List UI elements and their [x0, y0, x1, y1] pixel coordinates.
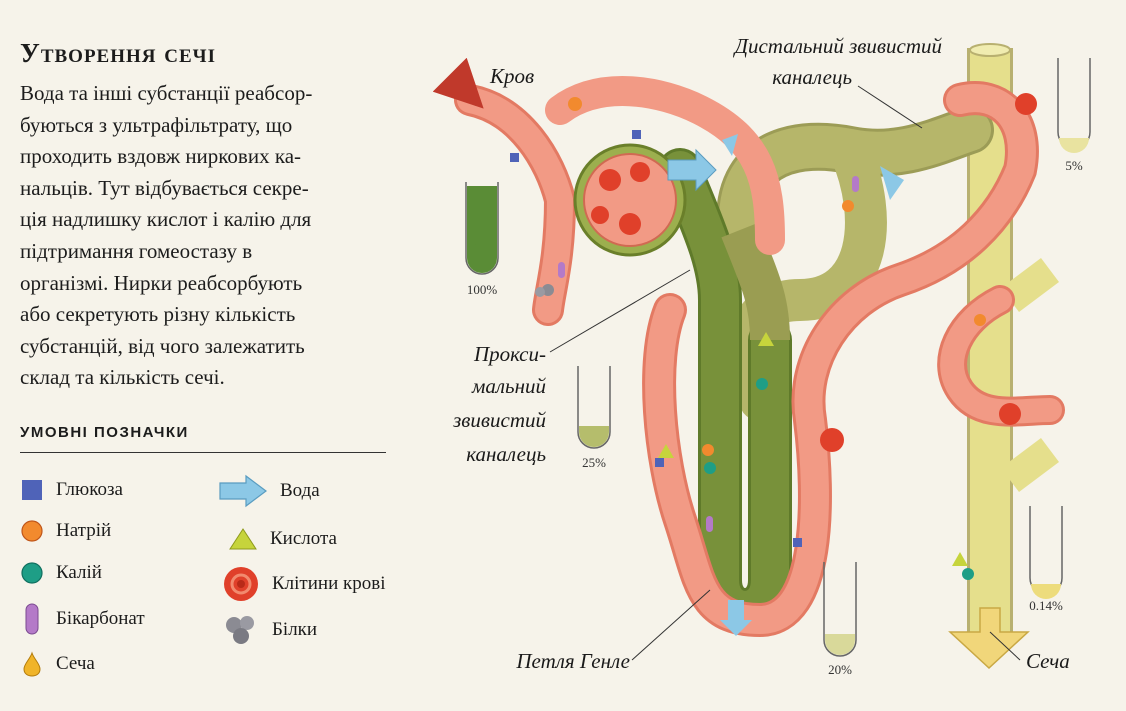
distal-label-line1: Дистальний звивистий: [733, 34, 943, 58]
tube-label: 25%: [582, 455, 606, 470]
glomerulus: [573, 143, 687, 257]
tube-100: 100%: [465, 182, 499, 297]
description-line: або секретують різну кількість: [20, 302, 296, 327]
urine-drop-icon: [23, 651, 41, 677]
description-line: ція надлишку кислот і калію для: [20, 207, 312, 232]
description-line: підтримання гомеостазу в: [20, 238, 253, 263]
description-line: організмі. Нирки реабсорбують: [20, 270, 303, 295]
proximal-tubule: [658, 148, 792, 632]
glucose-square-icon: [22, 480, 42, 500]
tube-label: 100%: [467, 282, 498, 297]
collecting-duct: [967, 43, 1059, 640]
legend-label: Вода: [280, 480, 320, 501]
sodium-circle-icon: [21, 520, 43, 542]
tube-20: 20%: [823, 562, 857, 677]
legend-item-water: Вода: [218, 474, 320, 508]
blood-label: Кров: [489, 64, 534, 88]
proximal-label-line1: Прокси-: [473, 342, 546, 366]
tube-label: 5%: [1065, 158, 1083, 173]
legend-label: Білки: [272, 619, 318, 640]
proximal-label-line4: каналець: [466, 442, 546, 466]
tube-label: 20%: [828, 662, 852, 677]
legend-label: Бікарбонат: [56, 608, 145, 629]
description-line: проходить вздовж ниркових ка-: [20, 144, 302, 169]
description-text: Вода та інші субстанції реабсор- буються…: [20, 78, 400, 394]
description-line: нальців. Тут відбувається секре-: [20, 175, 309, 200]
description-line: субстанцій, від чого залежатить: [20, 333, 305, 358]
page-title: Утворення сечі: [20, 38, 216, 68]
loop-of-henle-label: Петля Генле: [515, 649, 630, 673]
molecules: [510, 93, 1037, 580]
tube-014: 0.14%: [1029, 506, 1063, 613]
legend-item-sodium: Натрій: [20, 519, 111, 543]
legend-item-acid: Кислота: [228, 527, 337, 551]
legend-label: Калій: [56, 562, 102, 583]
legend-label: Сеча: [56, 653, 95, 674]
tube-5: 5%: [1057, 58, 1091, 173]
legend-item-blood-cells: Клітини крові: [222, 565, 385, 603]
water-arrows: [667, 134, 904, 636]
legend-item-bicarbonate: Бікарбонат: [20, 602, 145, 636]
bicarbonate-capsule-icon: [25, 603, 39, 635]
legend-item-potassium: Калій: [20, 561, 102, 585]
urine-outflow-arrow: [948, 607, 1030, 670]
proximal-label-line2: мальний: [471, 374, 547, 398]
legend-divider: [20, 452, 386, 453]
blood-inflow-arrow: [432, 57, 484, 109]
legend-label: Кислота: [270, 528, 337, 549]
legend-title: УМОВНІ ПОЗНАЧКИ: [20, 424, 189, 441]
description-line: Вода та інші субстанції реабсор-: [20, 81, 313, 105]
legend-item-glucose: Глюкоза: [20, 478, 123, 502]
legend-label: Глюкоза: [56, 479, 123, 500]
tube-25: 25%: [577, 366, 611, 470]
legend-label: Натрій: [56, 520, 112, 541]
water-arrow-icon: [219, 474, 267, 508]
urine-label: Сеча: [1026, 649, 1070, 673]
acid-triangle-icon: [229, 528, 257, 550]
description-line: склад та кількість сечі.: [20, 365, 225, 390]
protein-cluster-icon: [226, 616, 254, 644]
proximal-label-line3: звивистий: [452, 408, 546, 432]
tube-label: 0.14%: [1029, 598, 1063, 613]
legend-item-proteins: Білки: [222, 614, 317, 646]
legend-label: Клітини крові: [272, 573, 386, 594]
distal-label-line2: каналець: [772, 65, 852, 89]
legend-item-urine: Сеча: [20, 651, 95, 677]
blood-cell-icon: [224, 567, 258, 601]
potassium-circle-icon: [21, 562, 43, 584]
description-line: буються з ультрафільтрату, що: [20, 112, 293, 137]
